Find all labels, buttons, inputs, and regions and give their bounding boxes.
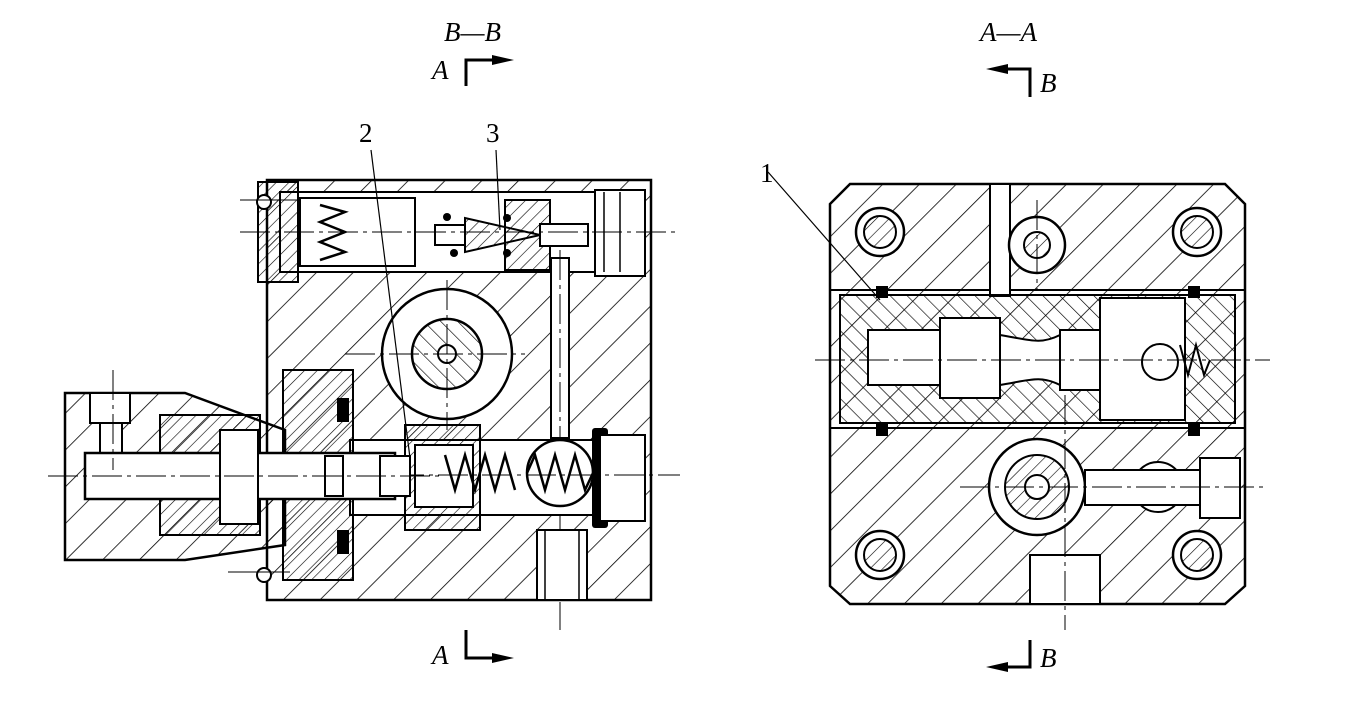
left-cut-marker-top: A bbox=[430, 55, 514, 86]
callout-1: 1 bbox=[760, 158, 881, 301]
right-section-view: A—A B bbox=[760, 17, 1270, 673]
corner-screw-br bbox=[1171, 529, 1223, 581]
callout-2-label: 2 bbox=[359, 118, 373, 148]
left-cut-label-bottom: A bbox=[430, 640, 449, 670]
corner-screw-tr bbox=[1171, 206, 1223, 258]
valve-body-left bbox=[256, 178, 680, 630]
callout-2: 2 bbox=[359, 118, 411, 459]
callout-1-label: 1 bbox=[760, 158, 774, 188]
right-view-title: A—A bbox=[978, 17, 1038, 47]
left-cut-label-top: A bbox=[430, 55, 449, 85]
right-cut-label-top: B bbox=[1040, 68, 1057, 98]
right-cut-marker-top: B bbox=[986, 64, 1057, 98]
callout-3: 3 bbox=[486, 118, 501, 231]
valve-body-right bbox=[815, 182, 1270, 630]
corner-screw-tl bbox=[854, 206, 906, 258]
adjuster-assembly bbox=[48, 370, 440, 562]
left-cut-marker-bottom: A bbox=[430, 630, 514, 670]
callout-3-label: 3 bbox=[486, 118, 500, 148]
corner-screw-bl bbox=[854, 529, 906, 581]
right-cut-marker-bottom: B bbox=[986, 640, 1057, 673]
right-cut-label-bottom: B bbox=[1040, 643, 1057, 673]
left-section-view: B—B A bbox=[48, 17, 680, 670]
left-view-title: B—B bbox=[444, 17, 501, 47]
